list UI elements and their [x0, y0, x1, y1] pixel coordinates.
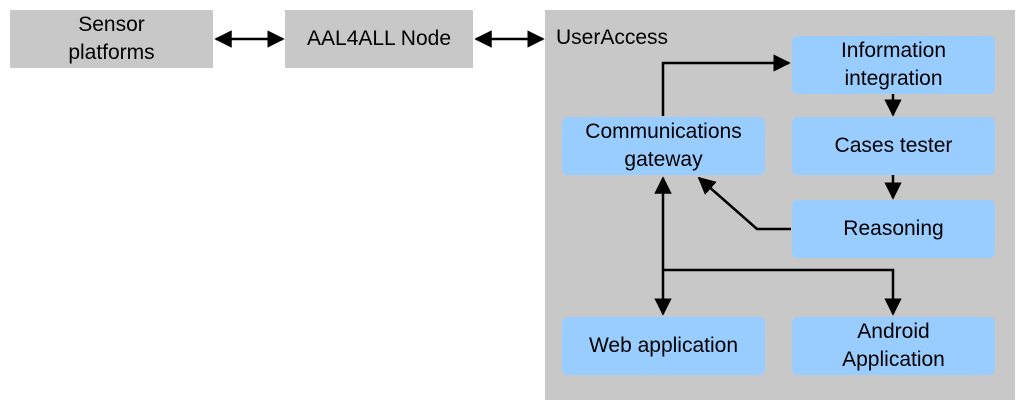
web-application-box: Web application — [562, 317, 765, 375]
reasoning-to-comms-arrow — [697, 176, 791, 231]
cases-tester-box: Cases tester — [792, 117, 995, 175]
android-application-box: Android Application — [792, 317, 995, 375]
reasoning-box: Reasoning — [792, 200, 995, 258]
communications-gateway-box: Communications gateway — [562, 117, 765, 175]
comms-to-info-arrow — [661, 54, 791, 116]
useraccess-title: UserAccess — [556, 26, 669, 49]
to-android-arrow — [663, 268, 902, 316]
aal4all-node-box: AAL4ALL Node — [285, 10, 473, 68]
sensor-platforms-box: Sensor platforms — [10, 10, 213, 68]
information-integration-box: Information integration — [792, 36, 995, 94]
